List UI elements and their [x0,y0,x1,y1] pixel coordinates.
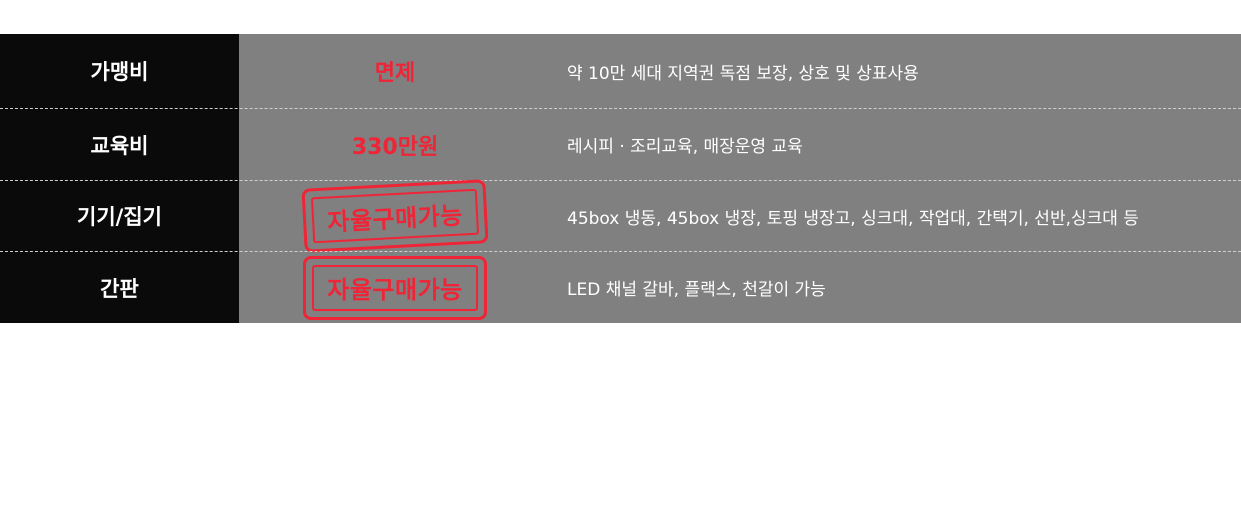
row-label: 가맹비 [90,60,149,84]
stamp-text: 자율구매가능 [326,200,464,237]
row-divider [0,251,1241,252]
table-row-signboard: 간판 자율구매가능 LED 채널 갈바, 플랙스, 천갈이 가능 [0,252,1241,323]
row-description: 약 10만 세대 지역권 독점 보장, 상호 및 상표사용 [567,63,919,84]
row-description: 45box 냉동, 45box 냉장, 토핑 냉장고, 싱크대, 작업대, 간택… [567,208,1139,229]
table-row-training-fee: 교육비 330만원 레시피 · 조리교육, 매장운영 교육 [0,109,1241,180]
stamp-text: 자율구매가능 [327,276,463,304]
row-description: LED 채널 갈바, 플랙스, 천갈이 가능 [567,280,826,300]
row-label: 교육비 [90,133,149,158]
row-divider [0,180,1241,181]
table-row-franchise-fee: 가맹비 면제 약 10만 세대 지역권 독점 보장, 상호 및 상표사용 [0,34,1241,108]
row-label: 기기/집기 [77,205,162,229]
row-value: 자율구매가능 [240,252,550,323]
franchise-cost-table: 가맹비 면제 약 10만 세대 지역권 독점 보장, 상호 및 상표사용 교육비… [0,34,1241,323]
row-label: 간판 [100,276,139,301]
stamp-badge: 자율구매가능 [303,255,487,320]
row-value: 330만원 [240,109,550,180]
value-text: 330만원 [351,134,439,160]
row-value: 자율구매가능 [240,179,550,253]
table-row-equipment: 기기/집기 자율구매가능 45box 냉동, 45box 냉장, 토핑 냉장고,… [0,179,1241,253]
label-column [0,34,239,323]
stamp-badge: 자율구매가능 [301,179,489,253]
value-text: 면제 [374,61,416,86]
row-description: 레시피 · 조리교육, 매장운영 교육 [567,137,803,157]
row-divider [0,108,1241,109]
row-value: 면제 [240,34,550,108]
